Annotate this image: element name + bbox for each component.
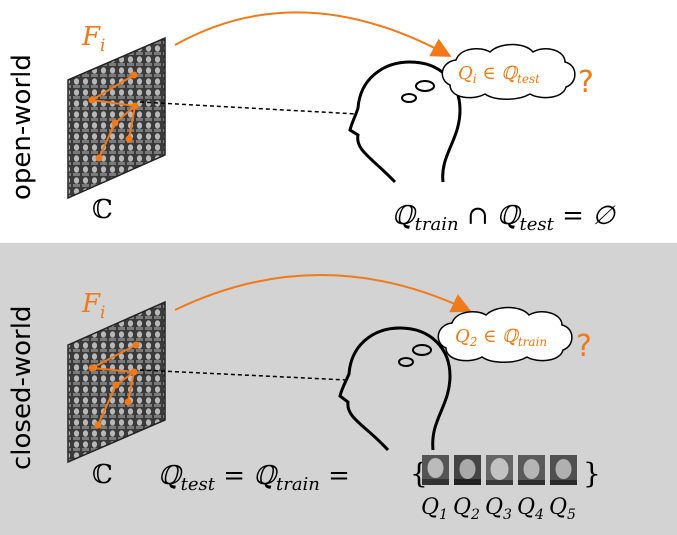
formula-closed: ℚtest = ℚtrain = <box>158 461 350 495</box>
face-label-5: Q5 <box>549 495 576 523</box>
face-5-icon <box>550 455 577 485</box>
thought-query-closed: Q2 ∈ ℚtrain <box>455 326 547 349</box>
thought-query-open: Qi ∈ ℚtest <box>458 63 540 86</box>
face-label-3: Q3 <box>485 495 512 523</box>
feature-label-open: Fi <box>81 22 105 56</box>
feature-points-open <box>88 71 139 162</box>
thought-cloud-open: Qi ∈ ℚtest <box>441 43 576 100</box>
face-4-icon <box>518 455 545 485</box>
head-silhouette-closed <box>338 326 452 452</box>
collection-label-open: ℂ <box>92 195 113 225</box>
query-arrow-closed <box>174 274 472 313</box>
open-world-label: open-world <box>7 54 37 200</box>
face-label-4: Q4 <box>517 495 544 523</box>
collection-label-closed: ℂ <box>92 460 113 490</box>
set-close-brace: } <box>583 457 601 490</box>
face-1-icon <box>422 455 449 485</box>
gaze-line-open <box>139 101 358 115</box>
closed-world-label: closed-world <box>7 306 37 470</box>
face-label-2: Q2 <box>453 495 480 523</box>
thought-cloud-closed: Q2 ∈ ℚtrain <box>437 306 573 363</box>
formula-open: ℚtrain ∩ ℚtest = ∅ <box>392 201 616 235</box>
image-collection-open <box>67 36 166 200</box>
feature-label-closed: Fi <box>81 289 105 323</box>
face-label-1: Q1 <box>421 495 448 523</box>
question-mark-open: ? <box>578 65 594 100</box>
face-2-icon <box>454 455 481 485</box>
question-mark-closed: ? <box>576 329 592 364</box>
query-arrow-open <box>174 11 452 57</box>
head-silhouette-open <box>348 60 462 184</box>
feature-points-closed <box>88 341 140 429</box>
image-collection-closed <box>67 300 166 464</box>
face-3-icon <box>486 455 513 485</box>
